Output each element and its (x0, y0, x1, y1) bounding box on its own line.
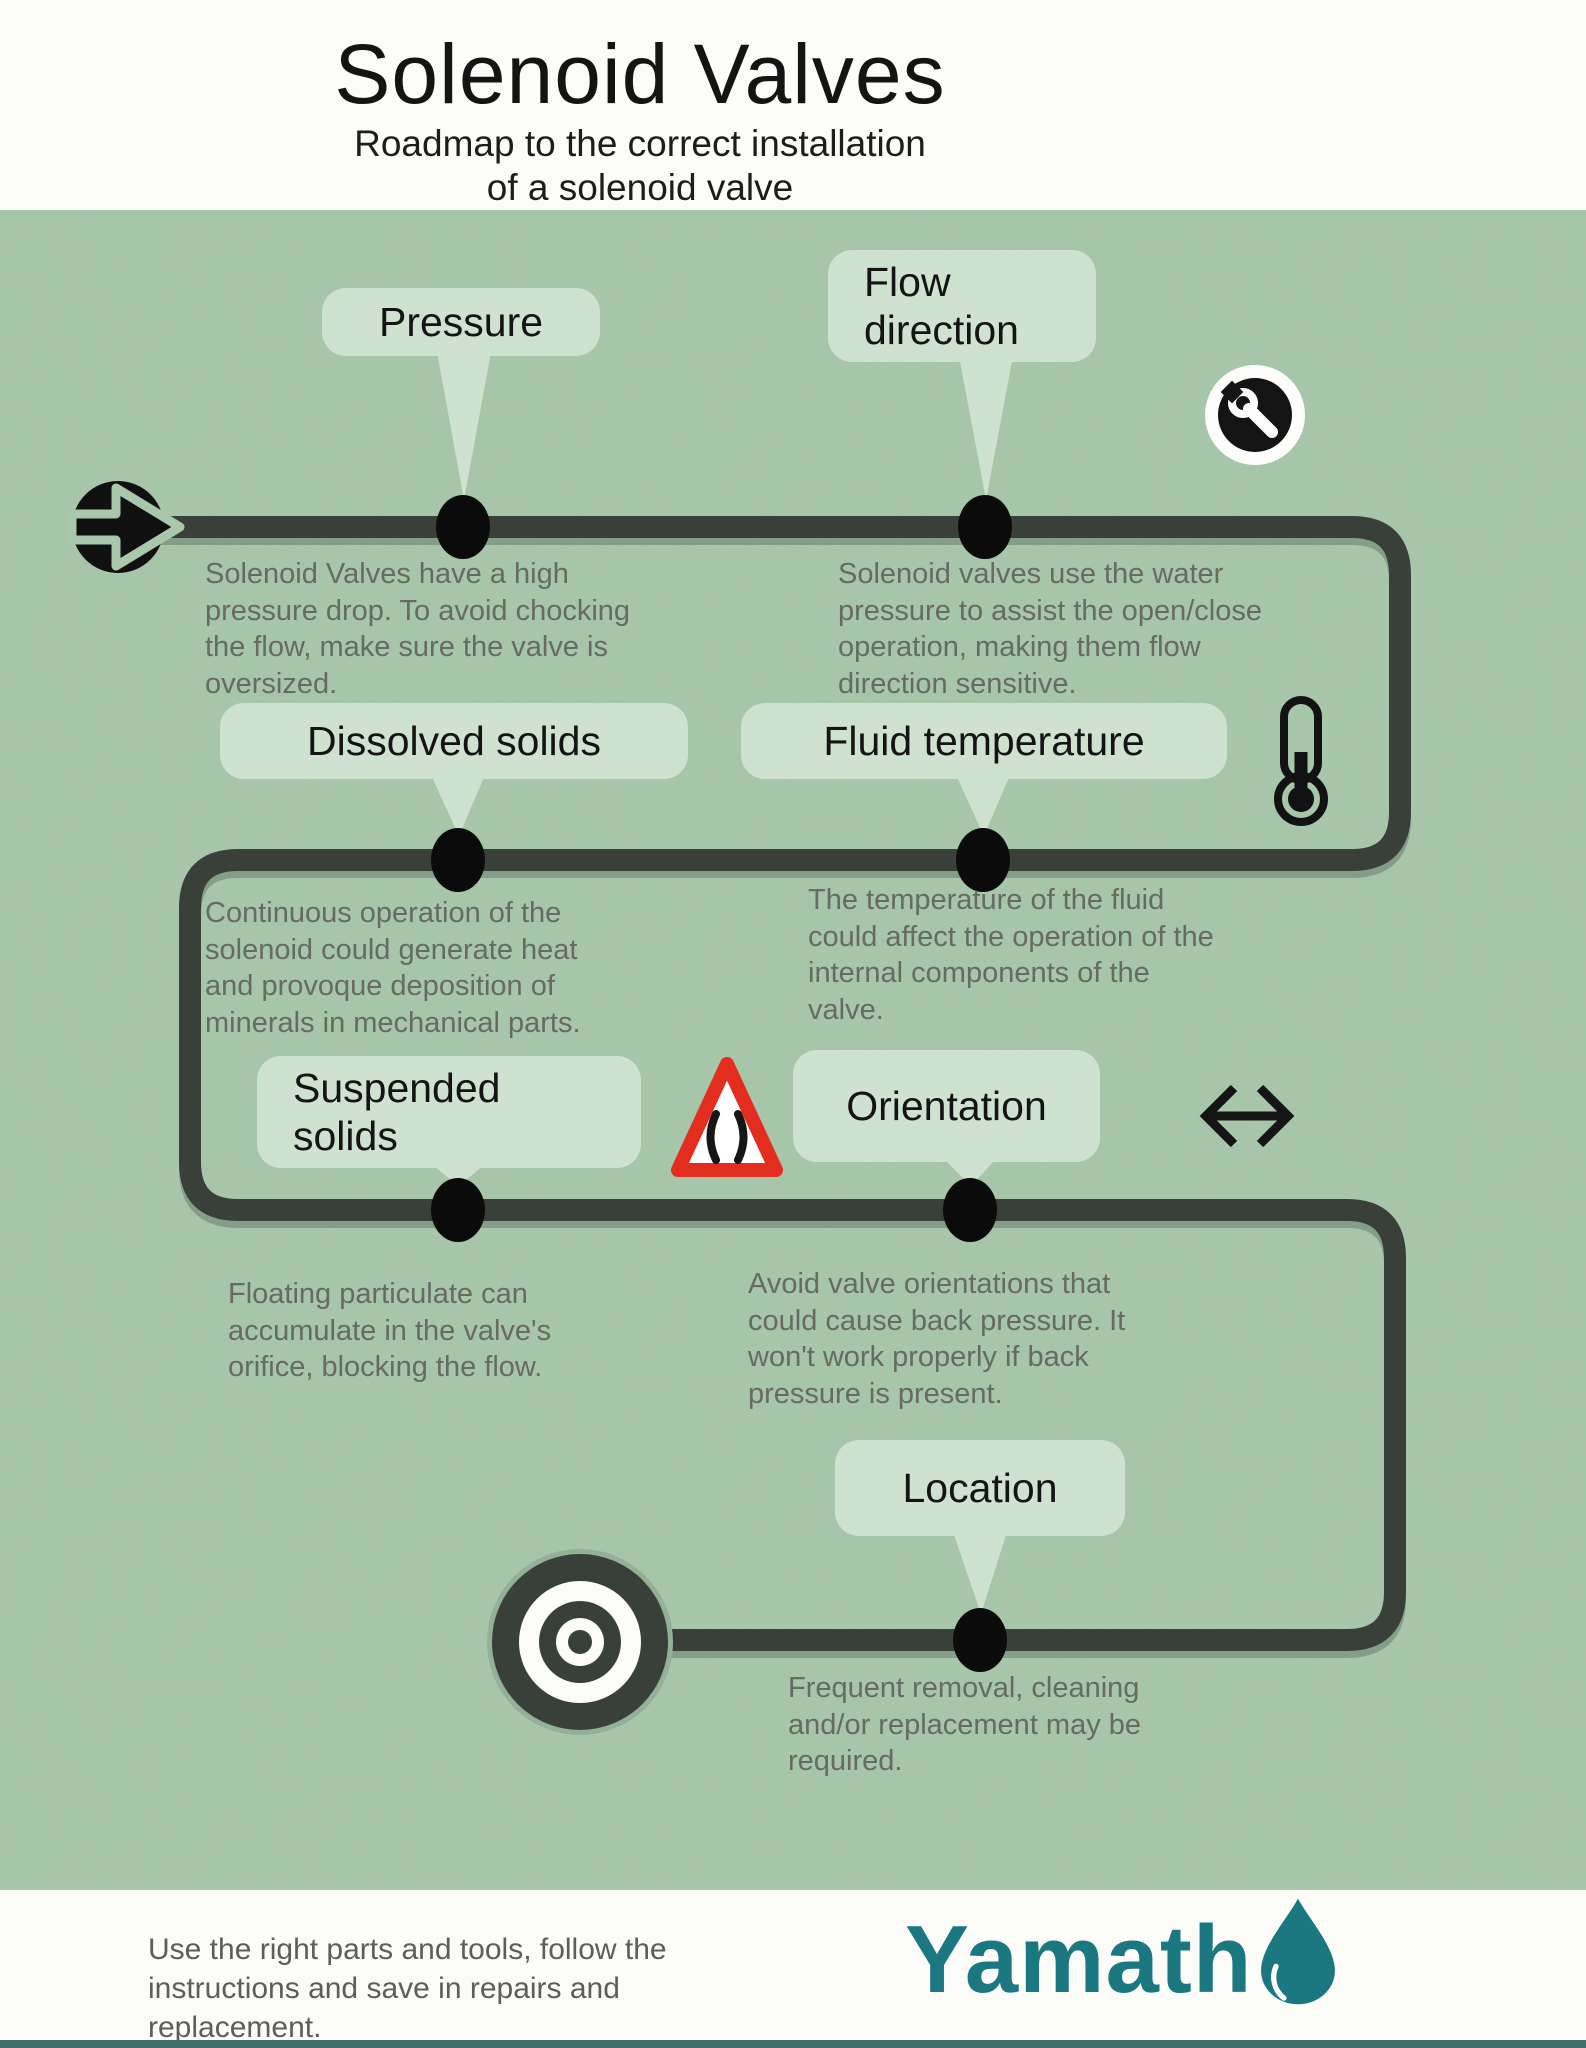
wrench-icon (1205, 365, 1305, 465)
orientation-stop-dot (943, 1178, 997, 1242)
location-label: Location (835, 1440, 1125, 1536)
orientation-label: Orientation (793, 1050, 1100, 1162)
fluid-temperature-tail (956, 775, 1010, 836)
dissolved-solids-label: Dissolved solids (220, 703, 688, 779)
dissolved-solids-stop-dot (431, 828, 485, 892)
footer-note: Use the right parts and tools, follow th… (148, 1933, 667, 2044)
fluid-temperature-description: The temperature of the fluid could affec… (808, 884, 1214, 1026)
water-drop-icon (1261, 1898, 1336, 2005)
location-stop-dot (953, 1608, 1007, 1672)
fluid-temperature-stop-dot (956, 828, 1010, 892)
thermometer-icon (1274, 696, 1328, 826)
suspended-solids-label: Suspended solids (257, 1056, 641, 1168)
pressure-description: Solenoid Valves have a high pressure dro… (205, 558, 631, 700)
pressure-stop-dot (436, 495, 490, 559)
label-tails (431, 352, 1013, 1614)
start-arrow-icon (67, 481, 185, 573)
suspended-solids-description: Floating particulate can accumulate in t… (228, 1278, 552, 1384)
pressure-label: Pressure (322, 288, 600, 356)
double-arrow-icon (1199, 1084, 1295, 1148)
road-stop-dots (431, 495, 1012, 1672)
page-subtitle: Roadmap to the correct installation of a… (354, 123, 926, 209)
orientation-description: Avoid valve orientations that could caus… (748, 1268, 1126, 1410)
page-title: Solenoid Valves (334, 27, 946, 121)
brand-name: Yamath (905, 1906, 1253, 2013)
dissolved-solids-tail (431, 775, 485, 836)
road-path (150, 516, 1411, 1651)
flow-direction-label: Flow direction (828, 250, 1096, 362)
target-icon (487, 1549, 673, 1735)
road-narrows-warning-icon (671, 1057, 783, 1177)
location-description: Frequent removal, cleaning and/or replac… (788, 1672, 1142, 1778)
location-tail (953, 1532, 1007, 1614)
flow-direction-tail (959, 356, 1013, 500)
orientation-tail (943, 1158, 997, 1186)
bottom-accent-bar (0, 2040, 1586, 2048)
pressure-tail (437, 352, 491, 500)
suspended-solids-stop-dot (431, 1178, 485, 1242)
flow-direction-description: Solenoid valves use the water pressure t… (838, 558, 1262, 700)
brand-logo: Yamath (905, 1896, 1342, 2008)
dissolved-solids-description: Continuous operation of the solenoid cou… (205, 897, 581, 1039)
flow-direction-stop-dot (958, 495, 1012, 559)
background-texture (0, 210, 1586, 1890)
fluid-temperature-label: Fluid temperature (741, 703, 1227, 779)
suspended-solids-tail (431, 1164, 485, 1186)
